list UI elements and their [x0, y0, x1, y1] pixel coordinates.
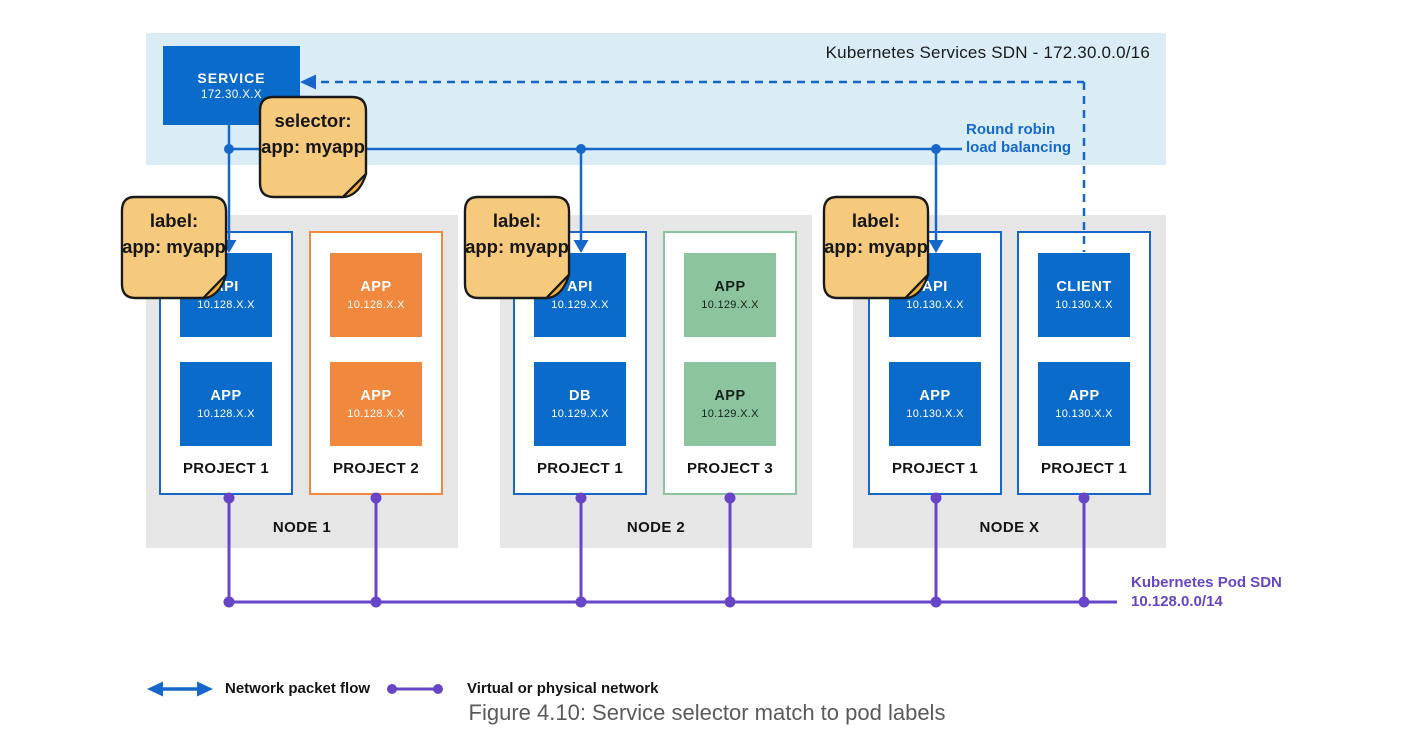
pod-name: APP [919, 388, 951, 404]
pod-name: CLIENT [1056, 279, 1112, 295]
label-note-line1: label: [492, 210, 542, 231]
pod-name: APP [714, 279, 746, 295]
pod: DB 10.129.X.X [534, 362, 626, 446]
pod-ip: 10.128.X.X [347, 299, 405, 311]
label-note: label: app: myapp [822, 195, 930, 300]
pod-sdn-line2: 10.128.0.0/14 [1131, 593, 1223, 610]
sticky-note-icon [120, 195, 228, 300]
sticky-note-icon [822, 195, 930, 300]
service-name: SERVICE [197, 70, 266, 86]
pod: APP 10.130.X.X [889, 362, 981, 446]
pod-ip: 10.129.X.X [551, 299, 609, 311]
services-sdn-title: Kubernetes Services SDN - 172.30.0.0/16 [825, 43, 1150, 62]
pod-name: APP [360, 279, 392, 295]
pod: APP 10.130.X.X [1038, 362, 1130, 446]
project-label: PROJECT 3 [686, 460, 774, 477]
pod: APP 10.128.X.X [330, 362, 422, 446]
pod: APP 10.128.X.X [180, 362, 272, 446]
pod-name: APP [1068, 388, 1100, 404]
legend-packet-flow-label: Network packet flow [225, 680, 371, 697]
pod-ip: 10.130.X.X [906, 299, 964, 311]
node-2-label: NODE 2 [626, 519, 686, 536]
pod-sdn-line1: Kubernetes Pod SDN [1131, 574, 1282, 591]
label-note: label: app: myapp [120, 195, 228, 300]
project-label: PROJECT 1 [1040, 460, 1128, 477]
pod-name: DB [569, 388, 591, 404]
label-note: label: app: myapp [463, 195, 571, 300]
project-box: APP 10.129.X.X APP 10.129.X.X PROJECT 3 [663, 231, 797, 495]
round-robin-line2: load balancing [966, 139, 1072, 156]
pod-ip: 10.128.X.X [197, 408, 255, 420]
project-label: PROJECT 1 [182, 460, 270, 477]
project-label: PROJECT 1 [891, 460, 979, 477]
selector-note-line1: selector: [274, 110, 352, 131]
pod-name: API [567, 279, 593, 295]
figure-caption: Figure 4.10: Service selector match to p… [468, 700, 946, 725]
pod-ip: 10.130.X.X [1055, 299, 1113, 311]
packet-flow-arrow-icon [147, 681, 213, 697]
legend-network-label: Virtual or physical network [467, 680, 659, 697]
service-ip: 172.30.X.X [201, 89, 262, 101]
pod-name: API [922, 279, 948, 295]
pod-sdn-label: Kubernetes Pod SDN 10.128.0.0/14 [1131, 573, 1282, 611]
label-note-line2: app: myapp [465, 236, 569, 257]
network-line-icon [387, 684, 443, 694]
round-robin-line1: Round robin [966, 121, 1056, 138]
pod-ip: 10.129.X.X [551, 408, 609, 420]
selector-note: selector: app: myapp [258, 95, 368, 199]
selector-note-line2: app: myapp [261, 136, 365, 157]
node-x-label: NODE X [979, 519, 1040, 536]
pod: CLIENT 10.130.X.X [1038, 253, 1130, 337]
project-box: APP 10.128.X.X APP 10.128.X.X PROJECT 2 [309, 231, 443, 495]
sticky-note-icon [258, 95, 368, 199]
label-note-line2: app: myapp [824, 236, 928, 257]
pod-ip: 10.129.X.X [701, 408, 759, 420]
pod-ip: 10.128.X.X [197, 299, 255, 311]
sticky-note-icon [463, 195, 571, 300]
project-box: CLIENT 10.130.X.X APP 10.130.X.X PROJECT… [1017, 231, 1151, 495]
project-label: PROJECT 1 [536, 460, 624, 477]
label-note-line1: label: [851, 210, 901, 231]
round-robin-label: Round robin load balancing [966, 121, 1071, 157]
pod-ip: 10.130.X.X [1055, 408, 1113, 420]
pod-ip: 10.130.X.X [906, 408, 964, 420]
pod-name: APP [714, 388, 746, 404]
pod-name: APP [210, 388, 242, 404]
pod-ip: 10.128.X.X [347, 408, 405, 420]
pod-ip: 10.129.X.X [701, 299, 759, 311]
pod: APP 10.128.X.X [330, 253, 422, 337]
pod-name: APP [360, 388, 392, 404]
project-label: PROJECT 2 [332, 460, 420, 477]
label-note-line1: label: [149, 210, 199, 231]
label-note-line2: app: myapp [122, 236, 226, 257]
pod: APP 10.129.X.X [684, 362, 776, 446]
pod: APP 10.129.X.X [684, 253, 776, 337]
node-1-label: NODE 1 [272, 519, 332, 536]
